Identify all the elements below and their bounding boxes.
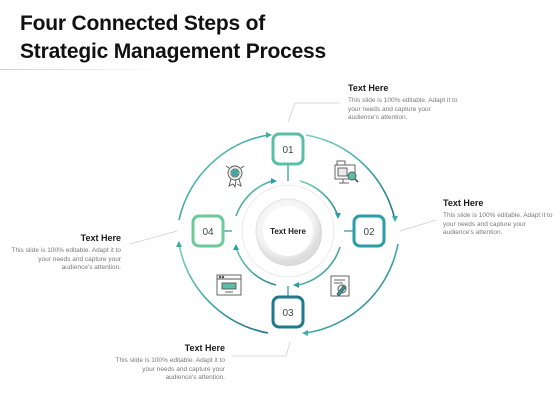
text-block-heading: Text Here: [443, 198, 484, 208]
step-box-02: 02: [352, 214, 386, 248]
arrow-head: [392, 216, 398, 222]
outer-arc-1-2: [305, 134, 396, 221]
step-number: 04: [202, 227, 214, 238]
arrow-head: [271, 178, 277, 184]
text-block-body: This slide is 100% editable. Adapt it to…: [443, 212, 553, 237]
browser-window-icon: [216, 274, 242, 296]
arrow-head: [266, 132, 272, 138]
step-box-frame: [271, 295, 305, 329]
step-box-03: 03: [271, 295, 305, 329]
certificate-icon: [225, 165, 245, 189]
leader-line-1: [287, 102, 296, 123]
outer-ring: [178, 134, 399, 334]
step-box-frame: [191, 214, 225, 248]
center-label: Text Here: [270, 227, 306, 236]
page-title: Four Connected Steps of Strategic Manage…: [20, 10, 380, 66]
outer-arrows: [176, 132, 398, 336]
arrow-head: [233, 244, 239, 250]
arrow-head: [176, 241, 182, 247]
document-pen-icon: [330, 275, 350, 297]
text-block-4: Text Here This slide is 100% editable. A…: [10, 233, 121, 273]
leader-line-3: [285, 341, 291, 357]
guide-ring: [241, 184, 335, 278]
text-block-body: This slide is 100% editable. Adapt it to…: [115, 357, 225, 382]
leader-line-2: [399, 219, 437, 232]
text-block-heading: Text Here: [184, 343, 225, 353]
step-number: 01: [282, 145, 294, 156]
center-inner: [263, 206, 313, 256]
text-block-3: Text Here This slide is 100% editable. A…: [112, 343, 225, 383]
text-block-body: This slide is 100% editable. Adapt it to…: [11, 247, 121, 272]
arrow-head: [293, 282, 299, 288]
inner-ring: [235, 180, 341, 286]
arrow-head: [335, 213, 341, 219]
outer-arc-3-4: [178, 243, 269, 334]
text-block-body: This slide is 100% editable. Adapt it to…: [348, 97, 458, 122]
step-number: 03: [282, 308, 294, 319]
title-line-1: Four Connected Steps of: [20, 12, 266, 35]
step-box-01: 01: [271, 132, 305, 166]
step-box-frame: [271, 132, 305, 166]
outer-arc-2-3: [305, 243, 399, 334]
step-number: 02: [363, 227, 375, 238]
title-underline: [0, 69, 165, 70]
arrow-head: [302, 330, 308, 336]
inner-arrows: [233, 178, 341, 288]
outer-arc-4-1: [178, 134, 269, 221]
text-block-heading: Text Here: [80, 233, 121, 243]
text-block-2: Text Here This slide is 100% editable. A…: [443, 198, 555, 238]
step-box-frame: [352, 214, 386, 248]
monitor-search-icon: [334, 160, 359, 184]
inner-arc-1-2: [299, 180, 339, 217]
title-line-2: Strategic Management Process: [20, 40, 327, 63]
text-block-1: Text Here This slide is 100% editable. A…: [348, 83, 463, 123]
text-block-heading: Text Here: [348, 83, 389, 93]
inner-arc-3-4: [235, 246, 277, 286]
leader-lines: [129, 102, 437, 357]
inner-arc-4-1: [235, 180, 273, 217]
inner-arc-2-3: [297, 246, 341, 286]
step-box-04: 04: [191, 214, 225, 248]
leader-line-4: [129, 230, 178, 245]
